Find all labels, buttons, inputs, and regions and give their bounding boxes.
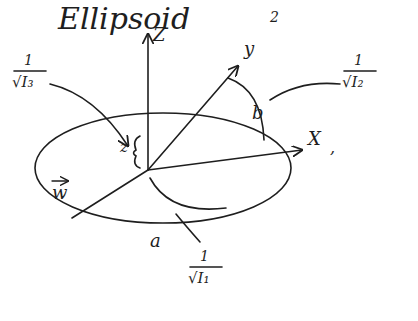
vector-label: w [52,184,67,202]
fraction-denominator: √I₃ [12,75,34,90]
fraction-denominator: √I₁ [188,271,210,286]
mark: 2 [270,10,279,24]
leader-line [270,83,340,100]
length-label: a [150,232,161,250]
axis-label: Z [153,26,166,44]
fraction-bar [344,70,376,72]
x-axis [148,150,302,170]
y-axis [148,66,238,170]
z-axis [147,34,149,170]
fraction-numerator: 1 [200,249,209,263]
b-arc [228,78,264,140]
length-label: b [252,104,264,122]
leader-line [176,214,200,242]
vector-arrow [52,180,68,181]
axis-label: y [244,40,254,58]
length-label: z [120,140,128,155]
leader-line [50,84,128,146]
mark: , [330,140,335,156]
fraction-denominator: √I₂ [342,75,364,90]
z-brace [134,136,141,168]
a-arc [150,178,226,209]
axis-label: X [308,130,321,148]
title: Ellipsoid [58,4,190,34]
fraction-bar [14,70,46,72]
fraction-numerator: 1 [24,53,33,67]
fraction-numerator: 1 [354,53,363,67]
w-vector [72,170,148,218]
fraction-bar [190,266,222,268]
